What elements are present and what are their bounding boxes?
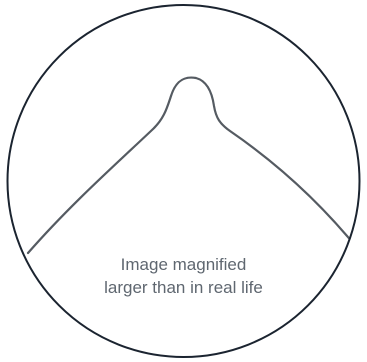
caption: Image magnified larger than in real life bbox=[104, 255, 263, 297]
caption-line-2: larger than in real life bbox=[104, 278, 263, 297]
nipple-outline-curve bbox=[28, 78, 362, 254]
caption-line-1: Image magnified bbox=[121, 255, 247, 274]
magnifier-circle bbox=[8, 5, 360, 357]
